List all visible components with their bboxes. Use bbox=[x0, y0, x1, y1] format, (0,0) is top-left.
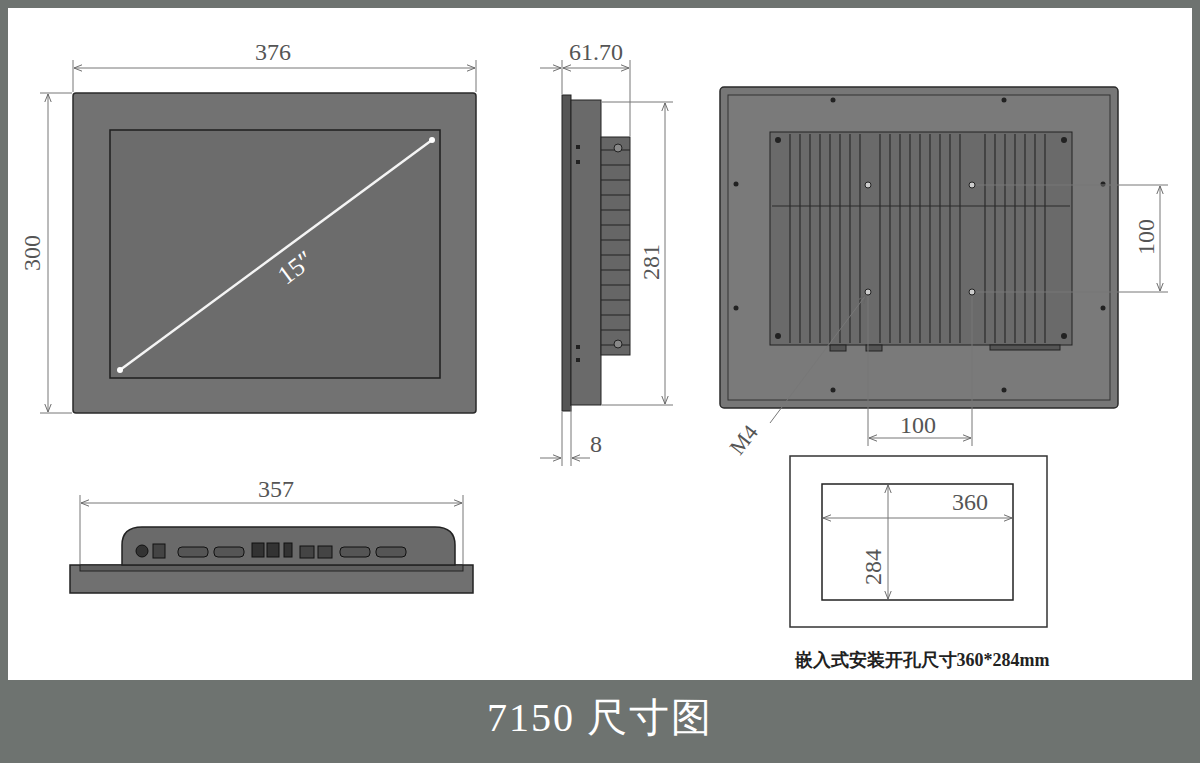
bottom-view bbox=[70, 527, 473, 593]
dimension-text: 300 bbox=[20, 235, 44, 271]
back-view bbox=[720, 87, 1118, 408]
dimension-text: 360 bbox=[952, 490, 988, 514]
cutout-note: 嵌入式安装开孔尺寸360*284mm bbox=[795, 651, 1050, 669]
dimension-text: 61.70 bbox=[569, 40, 623, 64]
side-dimensions bbox=[540, 60, 673, 466]
dimension-text: 281 bbox=[639, 244, 663, 280]
back-dimensions bbox=[770, 185, 1168, 446]
bottom-dimensions bbox=[80, 495, 463, 564]
front-dimensions bbox=[40, 60, 476, 413]
front-view bbox=[73, 93, 476, 413]
panel-cutout bbox=[790, 456, 1047, 627]
dimension-text: 100 bbox=[900, 413, 936, 437]
side-view bbox=[562, 95, 630, 411]
dimension-text: 284 bbox=[861, 549, 885, 585]
drawing-title: 7150 尺寸图 bbox=[0, 698, 1200, 738]
dimension-text: 357 bbox=[258, 477, 294, 501]
dimension-text: 8 bbox=[590, 432, 602, 456]
dimension-text: 376 bbox=[255, 40, 291, 64]
dimension-text: 100 bbox=[1134, 219, 1158, 255]
